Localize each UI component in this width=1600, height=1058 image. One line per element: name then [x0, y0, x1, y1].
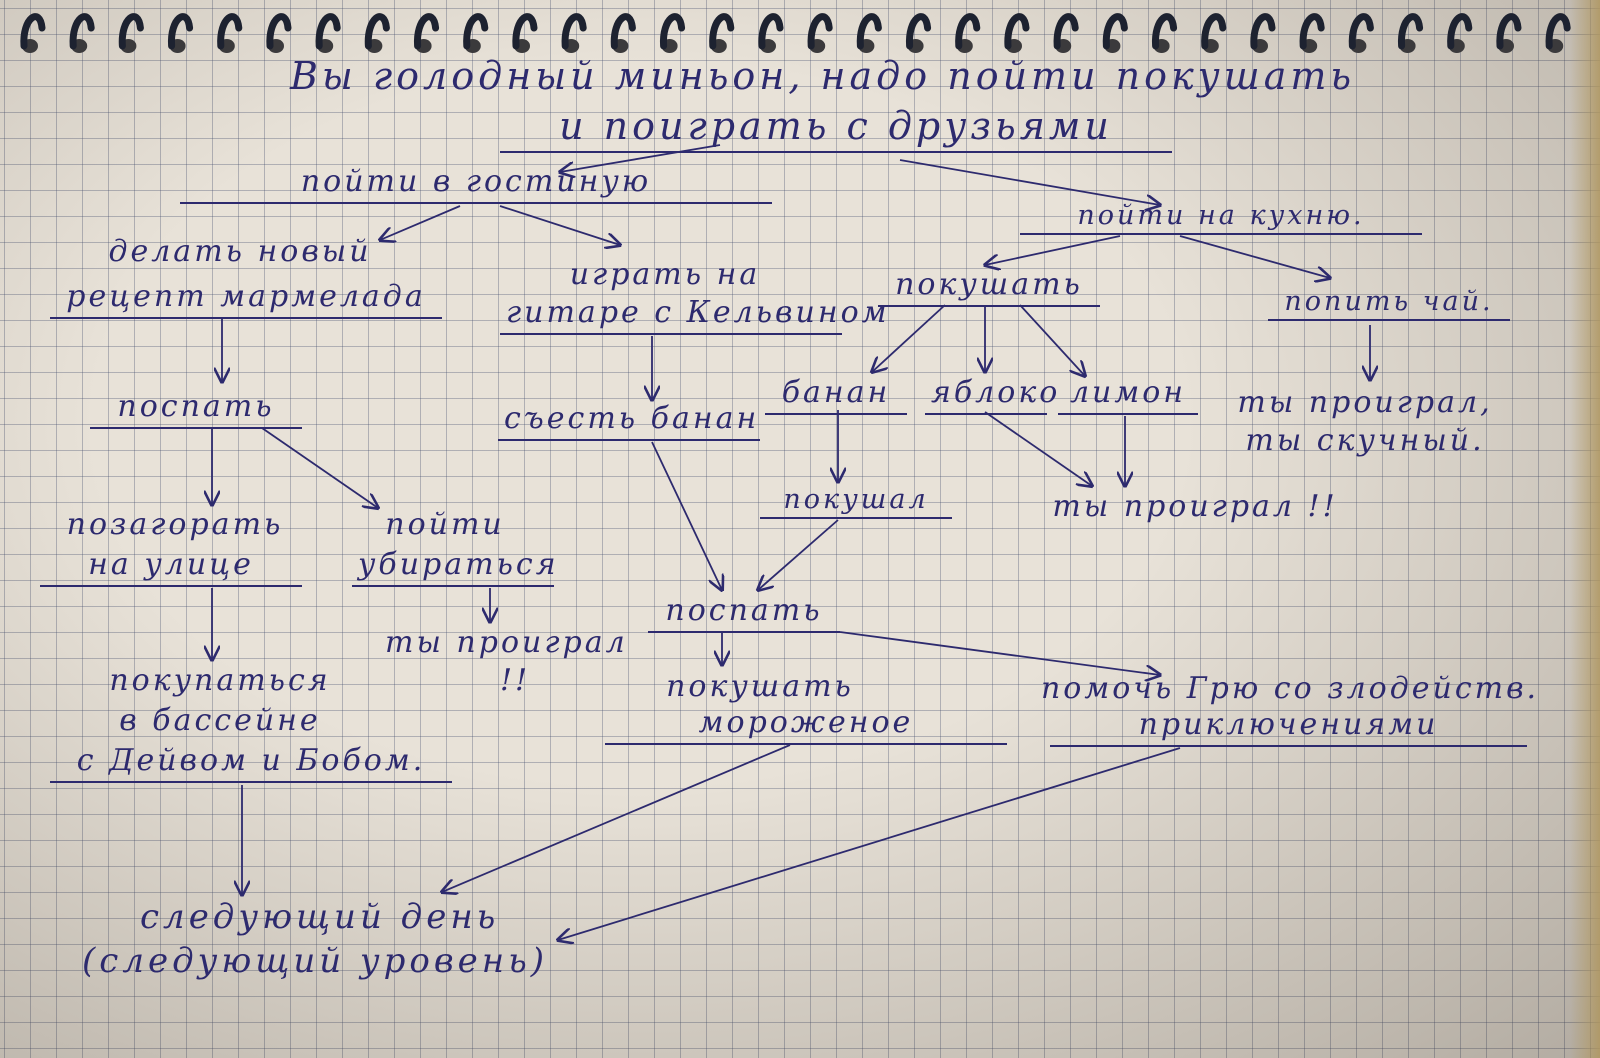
node-next-day-line1: следующий день [140, 897, 500, 937]
node-clean-line1: пойти [385, 507, 505, 542]
node-lost-bored-line2: ты скучный. [1245, 423, 1485, 458]
arrow-living-room-to-guitar [499, 205, 620, 245]
node-lost-center-line2: !! [499, 663, 531, 698]
spiral-ring [1496, 13, 1522, 53]
spiral-ring [709, 13, 735, 53]
spiral-ring [610, 13, 636, 53]
node-apple: яблоко [925, 375, 1057, 415]
spiral-ring [1053, 13, 1079, 53]
arrow-sleep-to-gru [839, 631, 1160, 675]
node-next-day-line2: (следующий уровень) [82, 941, 548, 981]
node-sunbathe-line2: на улице [40, 547, 302, 587]
arrow-sleep-to-clean [261, 427, 378, 508]
node-banana: банан [765, 375, 907, 415]
node-swim-line1: покупаться [109, 663, 331, 698]
node-sunbathe-line1: позагорать [66, 507, 284, 542]
spiral-ring [561, 13, 587, 53]
node-recipe-line1: делать новый [108, 234, 372, 269]
spiral-ring [955, 13, 981, 53]
spiral-ring [364, 13, 390, 53]
spiral-ring [1545, 13, 1571, 53]
node-eat: покушать [878, 267, 1100, 307]
node-gru-line1: помочь Грю со злодейств. [1040, 671, 1540, 706]
node-swim-line3: с Дейвом и Бобом. [50, 743, 452, 783]
node-swim-line2: в бассейне [119, 703, 321, 738]
spiral-ring [1447, 13, 1473, 53]
spiral-ring [758, 13, 784, 53]
arrow-kitchen-to-eat [985, 235, 1121, 265]
node-gru-line2: приключениями [1050, 707, 1527, 747]
node-icecream-line1: покушать [666, 669, 854, 704]
spiral-ring [217, 13, 243, 53]
arrow-icecream-to-next-day [442, 744, 791, 892]
spiral-ring [660, 13, 686, 53]
arrow-apple-to-lost [984, 411, 1092, 486]
spiral-ring [1102, 13, 1128, 53]
arrow-eat-banana-to-sleep [651, 441, 722, 590]
notebook-spiral [20, 13, 1571, 53]
arrow-title-to-living-room [560, 144, 721, 172]
spiral-ring [856, 13, 882, 53]
spiral-ring [20, 13, 46, 53]
spiral-ring [807, 13, 833, 53]
spiral-ring [266, 13, 292, 53]
spiral-ring [69, 13, 95, 53]
spiral-ring [463, 13, 489, 53]
diagram-title-line2: и поиграть с друзьями [500, 104, 1172, 153]
spiral-ring [512, 13, 538, 53]
spiral-ring [1201, 13, 1227, 53]
spiral-ring [315, 13, 341, 53]
node-lemon: лимон [1058, 375, 1198, 415]
spiral-ring [1299, 13, 1325, 53]
spiral-ring [1348, 13, 1374, 53]
node-clean-line2: убираться [352, 547, 556, 587]
node-sleep-center: поспать [648, 593, 840, 633]
spiral-ring [1398, 13, 1424, 53]
arrow-title-to-kitchen [899, 159, 1160, 205]
node-icecream-line2: мороженое [605, 705, 1007, 745]
arrow-eat-to-lemon [1019, 304, 1085, 376]
spiral-ring [1004, 13, 1030, 53]
node-lost-right: ты проиграл !! [1052, 489, 1338, 524]
node-recipe-line2: рецепт мармелада [50, 279, 442, 319]
arrow-living-room-to-recipe [380, 205, 461, 240]
spiral-ring [1250, 13, 1276, 53]
spiral-ring [1152, 13, 1178, 53]
spiral-ring [414, 13, 440, 53]
diagram-title-line1: Вы голодный миньон, надо пойти покушать [290, 54, 1356, 98]
spiral-ring [118, 13, 144, 53]
node-ate: покушал [760, 484, 952, 520]
node-eat-banana: съесть банан [498, 401, 760, 441]
node-sleep-left: поспать [90, 389, 302, 429]
arrow-ate-to-sleep [758, 519, 839, 590]
node-lost-center-line1: ты проиграл [385, 625, 628, 660]
spiral-ring [168, 13, 194, 53]
node-lost-bored-line1: ты проиграл, [1237, 385, 1493, 420]
node-living-room: пойти в гостиную [180, 164, 772, 204]
desk-edge [1570, 0, 1600, 1058]
spiral-ring [906, 13, 932, 53]
node-guitar-line1: играть на [569, 257, 761, 292]
node-kitchen: пойти на кухню. [1020, 200, 1422, 236]
arrow-kitchen-to-tea [1179, 235, 1330, 278]
arrow-eat-to-banana [872, 304, 946, 372]
node-drink-tea: попить чай. [1268, 286, 1510, 322]
arrow-gru-to-next-day [558, 747, 1181, 940]
node-guitar-line2: гитаре с Кельвином [500, 295, 887, 335]
